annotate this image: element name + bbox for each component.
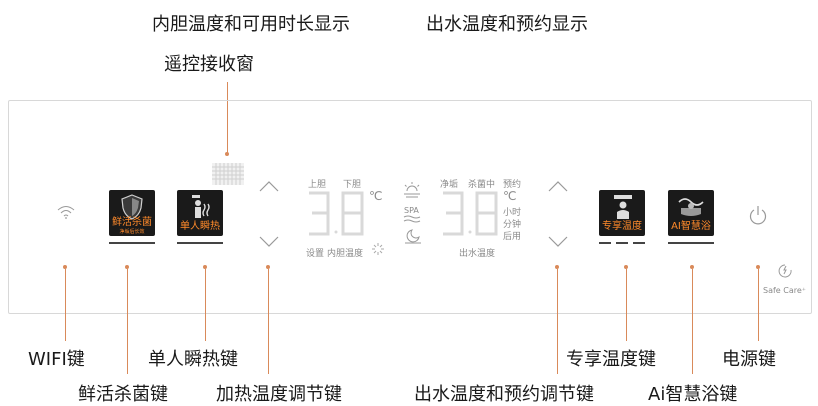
heat-temp-up-icon[interactable] <box>259 180 279 192</box>
leader-dot-outlet-adjust <box>555 265 559 269</box>
reservation-label: 预约 <box>503 180 522 190</box>
label-remote-window: 遥控接收窗 <box>164 54 254 75</box>
leader-remote-window <box>227 82 228 154</box>
shield-icon <box>121 194 143 220</box>
bathtub-icon <box>678 198 704 216</box>
ai-smart-bath-indicator <box>668 242 714 244</box>
leader-dot-ai <box>690 265 694 269</box>
spa-label: SPA <box>404 206 419 215</box>
person-icon <box>614 195 632 219</box>
leader-dot-heat-adjust <box>266 265 270 269</box>
leader-ai <box>692 269 693 374</box>
upper-tank-label: 上胆 <box>308 180 327 190</box>
descaling-label: 净垢 <box>440 180 459 190</box>
leader-dot-single <box>203 265 207 269</box>
outlet-temp-label: 出水温度 <box>459 249 496 259</box>
after-use-label: 后用 <box>503 232 522 242</box>
sterilizing-label: 杀菌中 <box>468 180 496 190</box>
label-heat-adjust-key: 加热温度调节键 <box>216 384 342 405</box>
exclusive-slot-1 <box>599 242 611 244</box>
leader-heat-adjust <box>268 269 269 374</box>
leader-inner-temp <box>271 36 272 100</box>
label-inner-temp-display: 内胆温度和可用时长显示 <box>152 14 350 35</box>
leader-dot-exclusive <box>624 265 628 269</box>
fresh-sterilize-indicator <box>109 242 155 244</box>
heating-icon <box>372 243 384 255</box>
lower-tank-label: 下胆 <box>343 180 362 190</box>
fresh-sterilize-sublabel: 净垢后长效 <box>119 229 145 235</box>
inner-temp-digits <box>309 191 364 236</box>
safe-care-icon <box>778 264 792 278</box>
heat-temp-down-icon[interactable] <box>259 236 279 248</box>
wifi-icon[interactable] <box>56 205 76 219</box>
person-shower-icon <box>192 195 210 218</box>
label-wifi-key: WIFI键 <box>28 349 85 370</box>
spa-waves-icon <box>403 215 421 223</box>
safe-care-label: Safe Care⁺ <box>763 286 807 295</box>
label-single-heat-key: 单人瞬热键 <box>148 349 238 370</box>
label-power-key: 电源键 <box>722 349 776 370</box>
leader-dot-wifi <box>63 265 67 269</box>
set-label: 设置 <box>306 249 325 259</box>
inner-temp-label: 内胆温度 <box>327 249 364 259</box>
power-icon[interactable] <box>748 205 768 225</box>
fresh-sterilize-button[interactable]: 鲜活杀菌 净垢后长效 <box>109 190 155 236</box>
outlet-temp-digits <box>443 191 498 236</box>
sun-icon <box>404 182 420 198</box>
inner-temp-unit: ℃ <box>369 189 383 203</box>
leader-exclusive <box>626 269 627 341</box>
exclusive-slot-2 <box>616 242 628 244</box>
leader-power <box>758 269 759 341</box>
exclusive-slot-3 <box>633 242 645 244</box>
remote-receiver-grid <box>212 163 244 185</box>
hours-label: 小时 <box>503 208 522 218</box>
fresh-sterilize-label: 鲜活杀菌 <box>112 217 152 228</box>
ai-smart-bath-button[interactable]: AI智慧浴 <box>668 190 714 236</box>
outlet-temp-unit: ℃ <box>503 189 517 203</box>
label-ai-bath-key: Ai智慧浴键 <box>648 384 738 405</box>
control-panel <box>8 100 812 314</box>
leader-dot-power <box>756 265 760 269</box>
leader-single <box>205 269 206 341</box>
label-outlet-temp-display: 出水温度和预约显示 <box>426 14 588 35</box>
outlet-temp-up-icon[interactable] <box>548 180 568 192</box>
leader-outlet-adjust <box>557 269 558 374</box>
single-instant-heat-indicator <box>177 242 223 244</box>
outlet-temp-down-icon[interactable] <box>548 236 568 248</box>
label-exclusive-temp-key: 专享温度键 <box>566 349 656 370</box>
single-instant-heat-button[interactable]: 单人瞬热 <box>177 190 223 236</box>
label-outlet-adjust-key: 出水温度和预约调节键 <box>414 384 594 405</box>
ai-smart-bath-label: AI智慧浴 <box>671 221 711 232</box>
label-fresh-sterilize-key: 鲜活杀菌键 <box>78 384 168 405</box>
moon-icon <box>405 229 421 244</box>
leader-wifi <box>65 269 66 341</box>
exclusive-temp-label: 专享温度 <box>602 221 642 232</box>
leader-dot-fresh <box>125 265 129 269</box>
minutes-label: 分钟 <box>503 220 522 230</box>
exclusive-temp-button[interactable]: 专享温度 <box>599 190 645 236</box>
leader-fresh <box>127 269 128 374</box>
single-instant-heat-label: 单人瞬热 <box>180 221 220 232</box>
leader-dot-remote-window <box>225 152 229 156</box>
